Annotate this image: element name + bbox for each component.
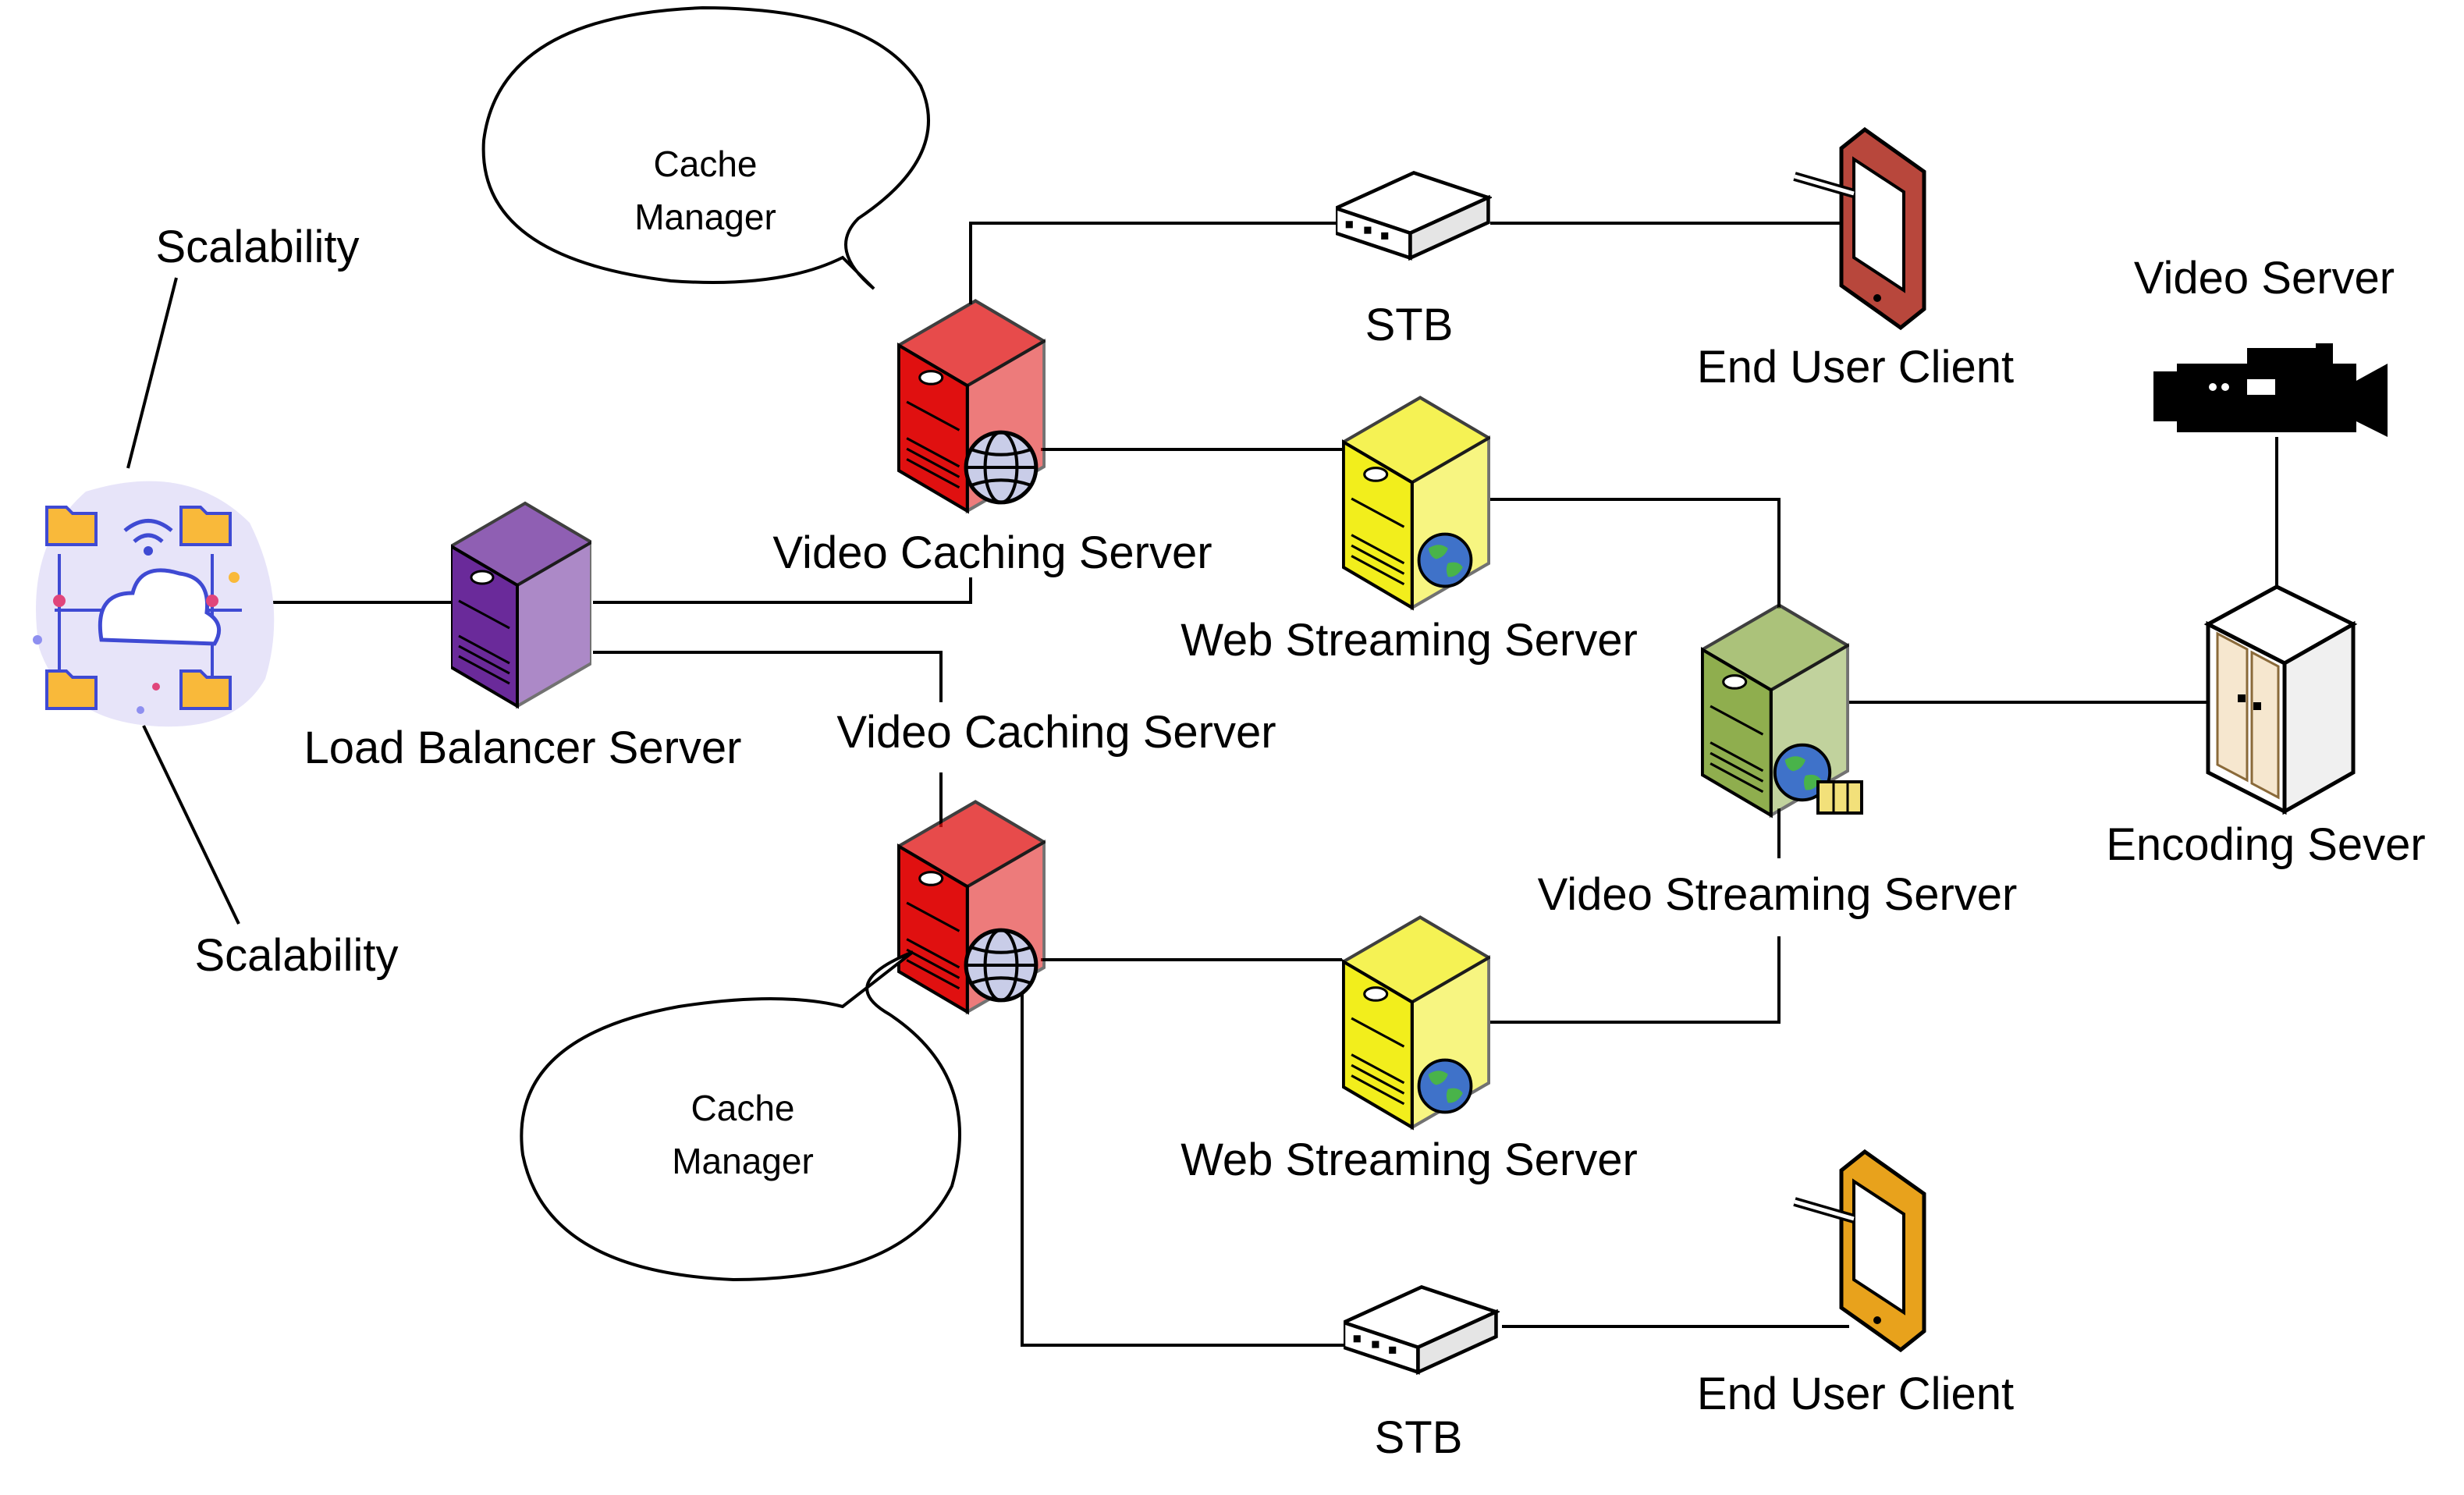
earth-globe-icon: [1417, 532, 1473, 588]
encoding-server[interactable]: [2203, 584, 2358, 815]
cache-manager-line1-top: Cache: [654, 144, 758, 184]
web-streaming-label-top: Web Streaming Server: [1181, 615, 1638, 666]
scalability-label-top: Scalability: [155, 222, 359, 272]
video-streaming-server[interactable]: [1702, 605, 1863, 815]
load-balancer-server[interactable]: [451, 502, 591, 708]
video-caching-label-bottom: Video Caching Server: [836, 707, 1276, 758]
cache-manager-bubble-bottom: [520, 950, 961, 1282]
globe-icon: [966, 432, 1036, 502]
set-top-box-bottom[interactable]: [1344, 1287, 1496, 1372]
scalability-label-bottom: Scalability: [194, 930, 398, 981]
tablet-bottom[interactable]: [1793, 1149, 1926, 1353]
video-caching-server-bottom[interactable]: [899, 802, 1044, 1012]
end-user-label-top: End User Client: [1697, 342, 2014, 392]
tablet-top[interactable]: [1793, 126, 1926, 331]
video-caching-server-top[interactable]: [899, 301, 1044, 511]
web-streaming-label-bottom: Web Streaming Server: [1181, 1135, 1638, 1185]
connection-lines: [126, 222, 2278, 1347]
cache-manager-line2-top: Manager: [634, 197, 776, 237]
encoding-server-label: Encoding Sever: [2106, 819, 2425, 870]
video-caching-label-top: Video Caching Server: [772, 527, 1212, 578]
load-balancer-label: Load Balancer Server: [304, 723, 742, 773]
end-user-label-bottom: End User Client: [1697, 1369, 2014, 1419]
video-streaming-label: Video Streaming Server: [1538, 869, 2018, 920]
globe-icon: [966, 930, 1036, 1000]
cache-manager-line1-bottom: Cache: [691, 1088, 795, 1128]
film-icon: [1816, 780, 1863, 815]
stb-label-bottom: STB: [1375, 1412, 1463, 1463]
earth-globe-icon: [1417, 1058, 1473, 1114]
video-camera-icon: [2153, 343, 2388, 437]
video-server-label: Video Server: [2134, 253, 2395, 304]
cache-manager-line2-bottom: Manager: [672, 1141, 814, 1181]
cache-manager-bubble-top: [481, 5, 930, 290]
set-top-box-top[interactable]: [1336, 172, 1488, 257]
stb-label-top: STB: [1365, 300, 1454, 350]
web-streaming-server-bottom[interactable]: [1344, 918, 1489, 1127]
cloud-network-icon: [33, 481, 275, 727]
web-streaming-server-top[interactable]: [1344, 398, 1489, 608]
purple-server-icon: [451, 502, 591, 708]
